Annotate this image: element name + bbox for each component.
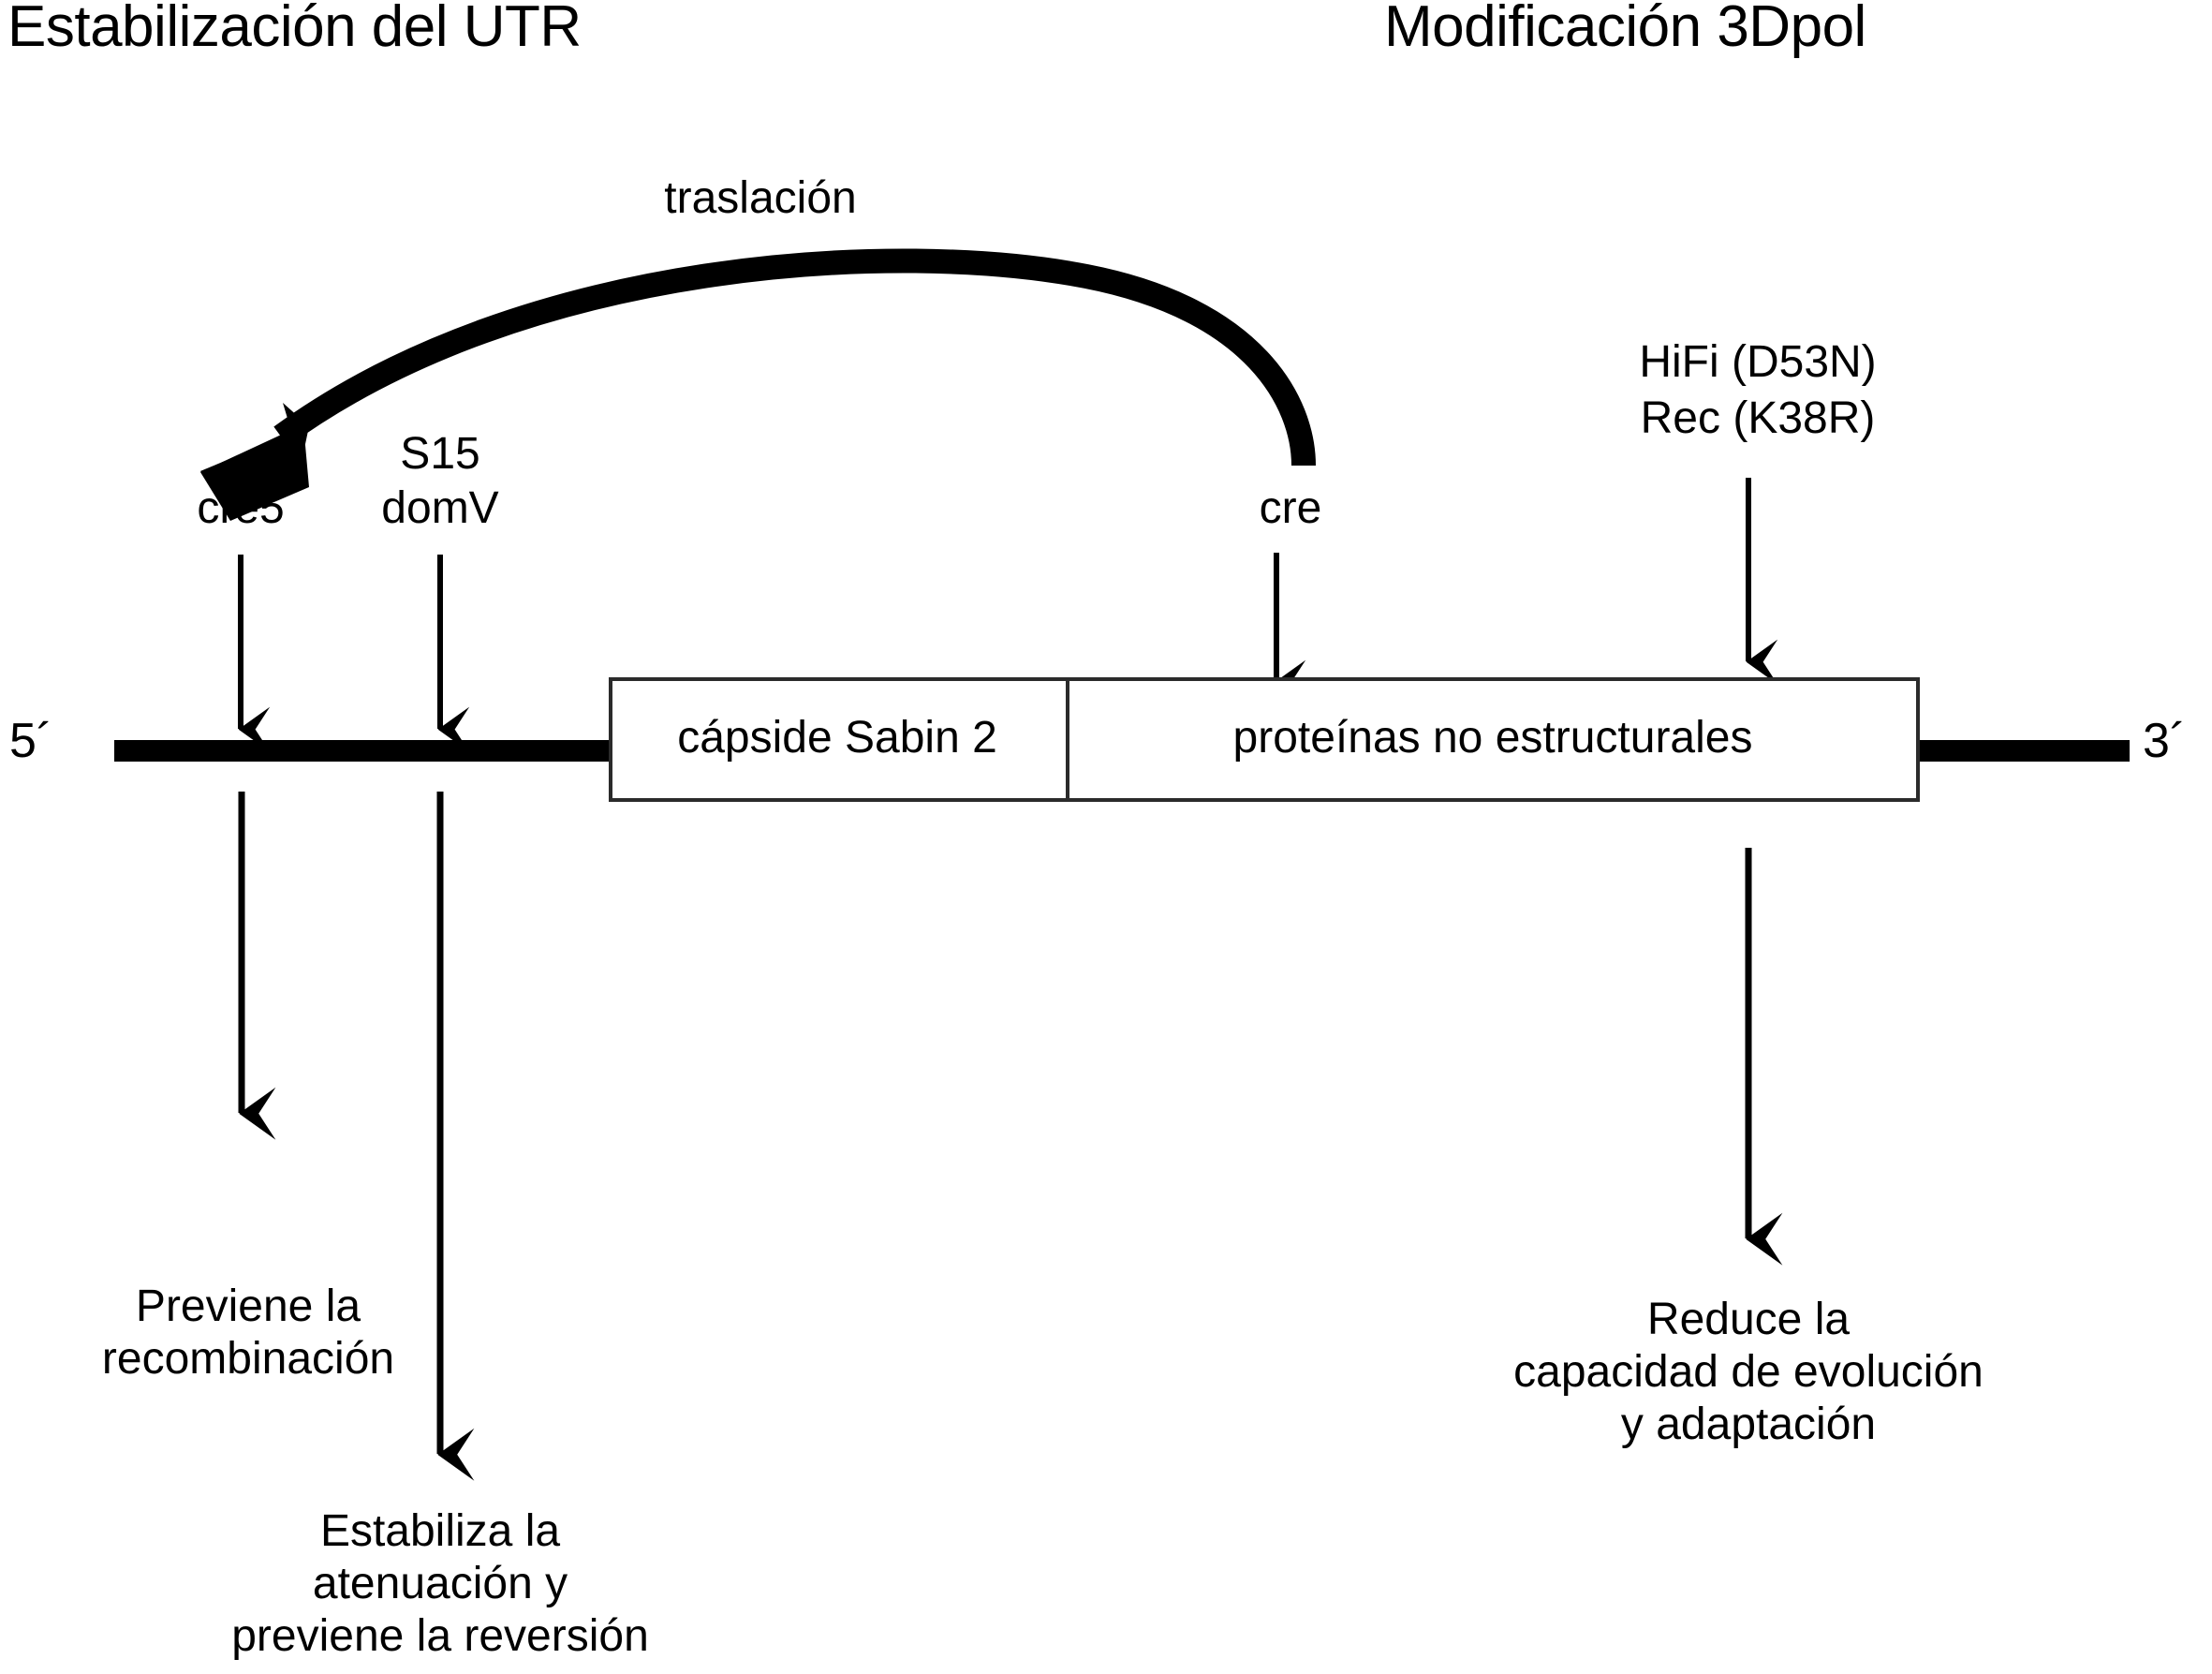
outcome-attenuation-line2: atenuación y [312,1559,568,1608]
orf-box-divider [1066,677,1069,802]
outcome-recombination-line2: recombinación [101,1334,395,1384]
outcome-recombination-line1: Previene la [135,1281,361,1331]
three-prime-label: 3´ [2143,714,2187,768]
translation-curved-arrow [200,248,1316,521]
heading-utr-stabilization: Estabilización del UTR [7,0,582,59]
rec-label: Rec (K38R) [1640,393,1876,443]
outcome-attenuation-line1: Estabiliza la [319,1506,561,1556]
cre5-label: cre5 [197,483,285,533]
translation-label: traslación [664,173,857,223]
domv-label: domV [381,483,499,533]
capsid-region-label: cápside Sabin 2 [677,713,997,763]
hifi-label: HiFi (D53N) [1639,337,1877,387]
outcome-evolution-line2: capacidad de evolución [1513,1347,1983,1397]
outcome-evolution-line3: y adaptación [1620,1400,1877,1449]
cre-label: cre [1259,483,1322,533]
nonstructural-region-label: proteínas no estructurales [1232,713,1753,763]
outcome-evolution-line1: Reduce la [1646,1295,1851,1344]
outcome-attenuation-line3: previene la reversión [231,1611,649,1661]
genome-orf-box [609,677,1920,802]
s15-label: S15 [400,429,480,479]
five-prime-label: 5´ [9,714,53,768]
heading-3dpol-modification: Modificación 3Dpol [1384,0,1866,59]
five-prime-utr-bar [114,740,614,762]
three-prime-utr-bar [1916,740,2130,762]
